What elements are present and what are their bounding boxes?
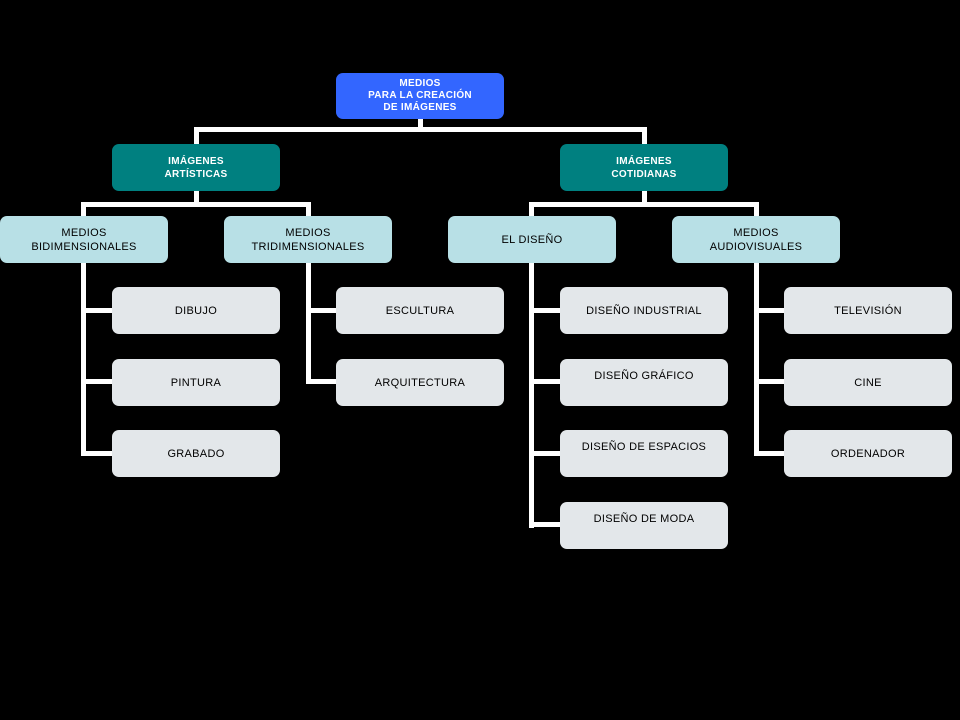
connector-cotidianas-bar [529,202,759,207]
connector-to-diseno [529,202,534,216]
connector-to-television [754,308,786,313]
node-dibujo: DIBUJO [112,287,280,334]
connector-to-audiovisuales [754,202,759,216]
node-el-diseno: EL DISEÑO [448,216,616,263]
node-ordenador: ORDENADOR [784,430,952,477]
connector-diseno-spine [529,263,534,528]
connector-root-down [418,119,423,130]
connector-to-diseno-espacios [529,451,561,456]
connector-to-diseno-moda [529,522,561,527]
connector-level1-bar [194,127,647,132]
node-television: TELEVISIÓN [784,287,952,334]
node-grabado: GRABADO [112,430,280,477]
node-pintura: PINTURA [112,359,280,406]
node-medios-bidimensionales: MEDIOS BIDIMENSIONALES [0,216,168,263]
connector-to-cotidianas [642,127,647,144]
connector-to-pintura [81,379,112,384]
node-imagenes-cotidianas: IMÁGENES COTIDIANAS [560,144,728,191]
node-escultura: ESCULTURA [336,287,504,334]
connector-to-dibujo [81,308,112,313]
connector-to-arquitectura [306,379,337,384]
root-node: MEDIOS PARA LA CREACIÓN DE IMÁGENES [336,73,504,119]
node-diseno-espacios: DISEÑO DE ESPACIOS [560,430,728,477]
connector-cotidianas-down [642,191,647,204]
connector-audiovisuales-spine [754,262,759,456]
connector-tridimensionales-spine [306,262,311,384]
node-diseno-grafico: DISEÑO GRÁFICO [560,359,728,406]
node-medios-audiovisuales: MEDIOS AUDIOVISUALES [672,216,840,263]
connector-to-artisticas [194,127,199,144]
connector-to-cine [754,379,786,384]
connector-to-ordenador [754,451,786,456]
node-imagenes-artisticas: IMÁGENES ARTÍSTICAS [112,144,280,191]
connector-artisticas-bar [81,202,311,207]
node-diseno-industrial: DISEÑO INDUSTRIAL [560,287,728,334]
node-cine: CINE [784,359,952,406]
connector-to-diseno-grafico [529,379,561,384]
connector-to-bidimensionales [81,202,86,216]
node-diseno-moda: DISEÑO DE MODA [560,502,728,549]
connector-to-grabado [81,451,112,456]
connector-bidimensionales-spine [81,263,86,456]
node-medios-tridimensionales: MEDIOS TRIDIMENSIONALES [224,216,392,263]
connector-to-diseno-industrial [529,308,561,313]
connector-to-escultura [306,308,337,313]
connector-artisticas-down [194,191,199,204]
node-arquitectura: ARQUITECTURA [336,359,504,406]
connector-to-tridimensionales [306,202,311,216]
